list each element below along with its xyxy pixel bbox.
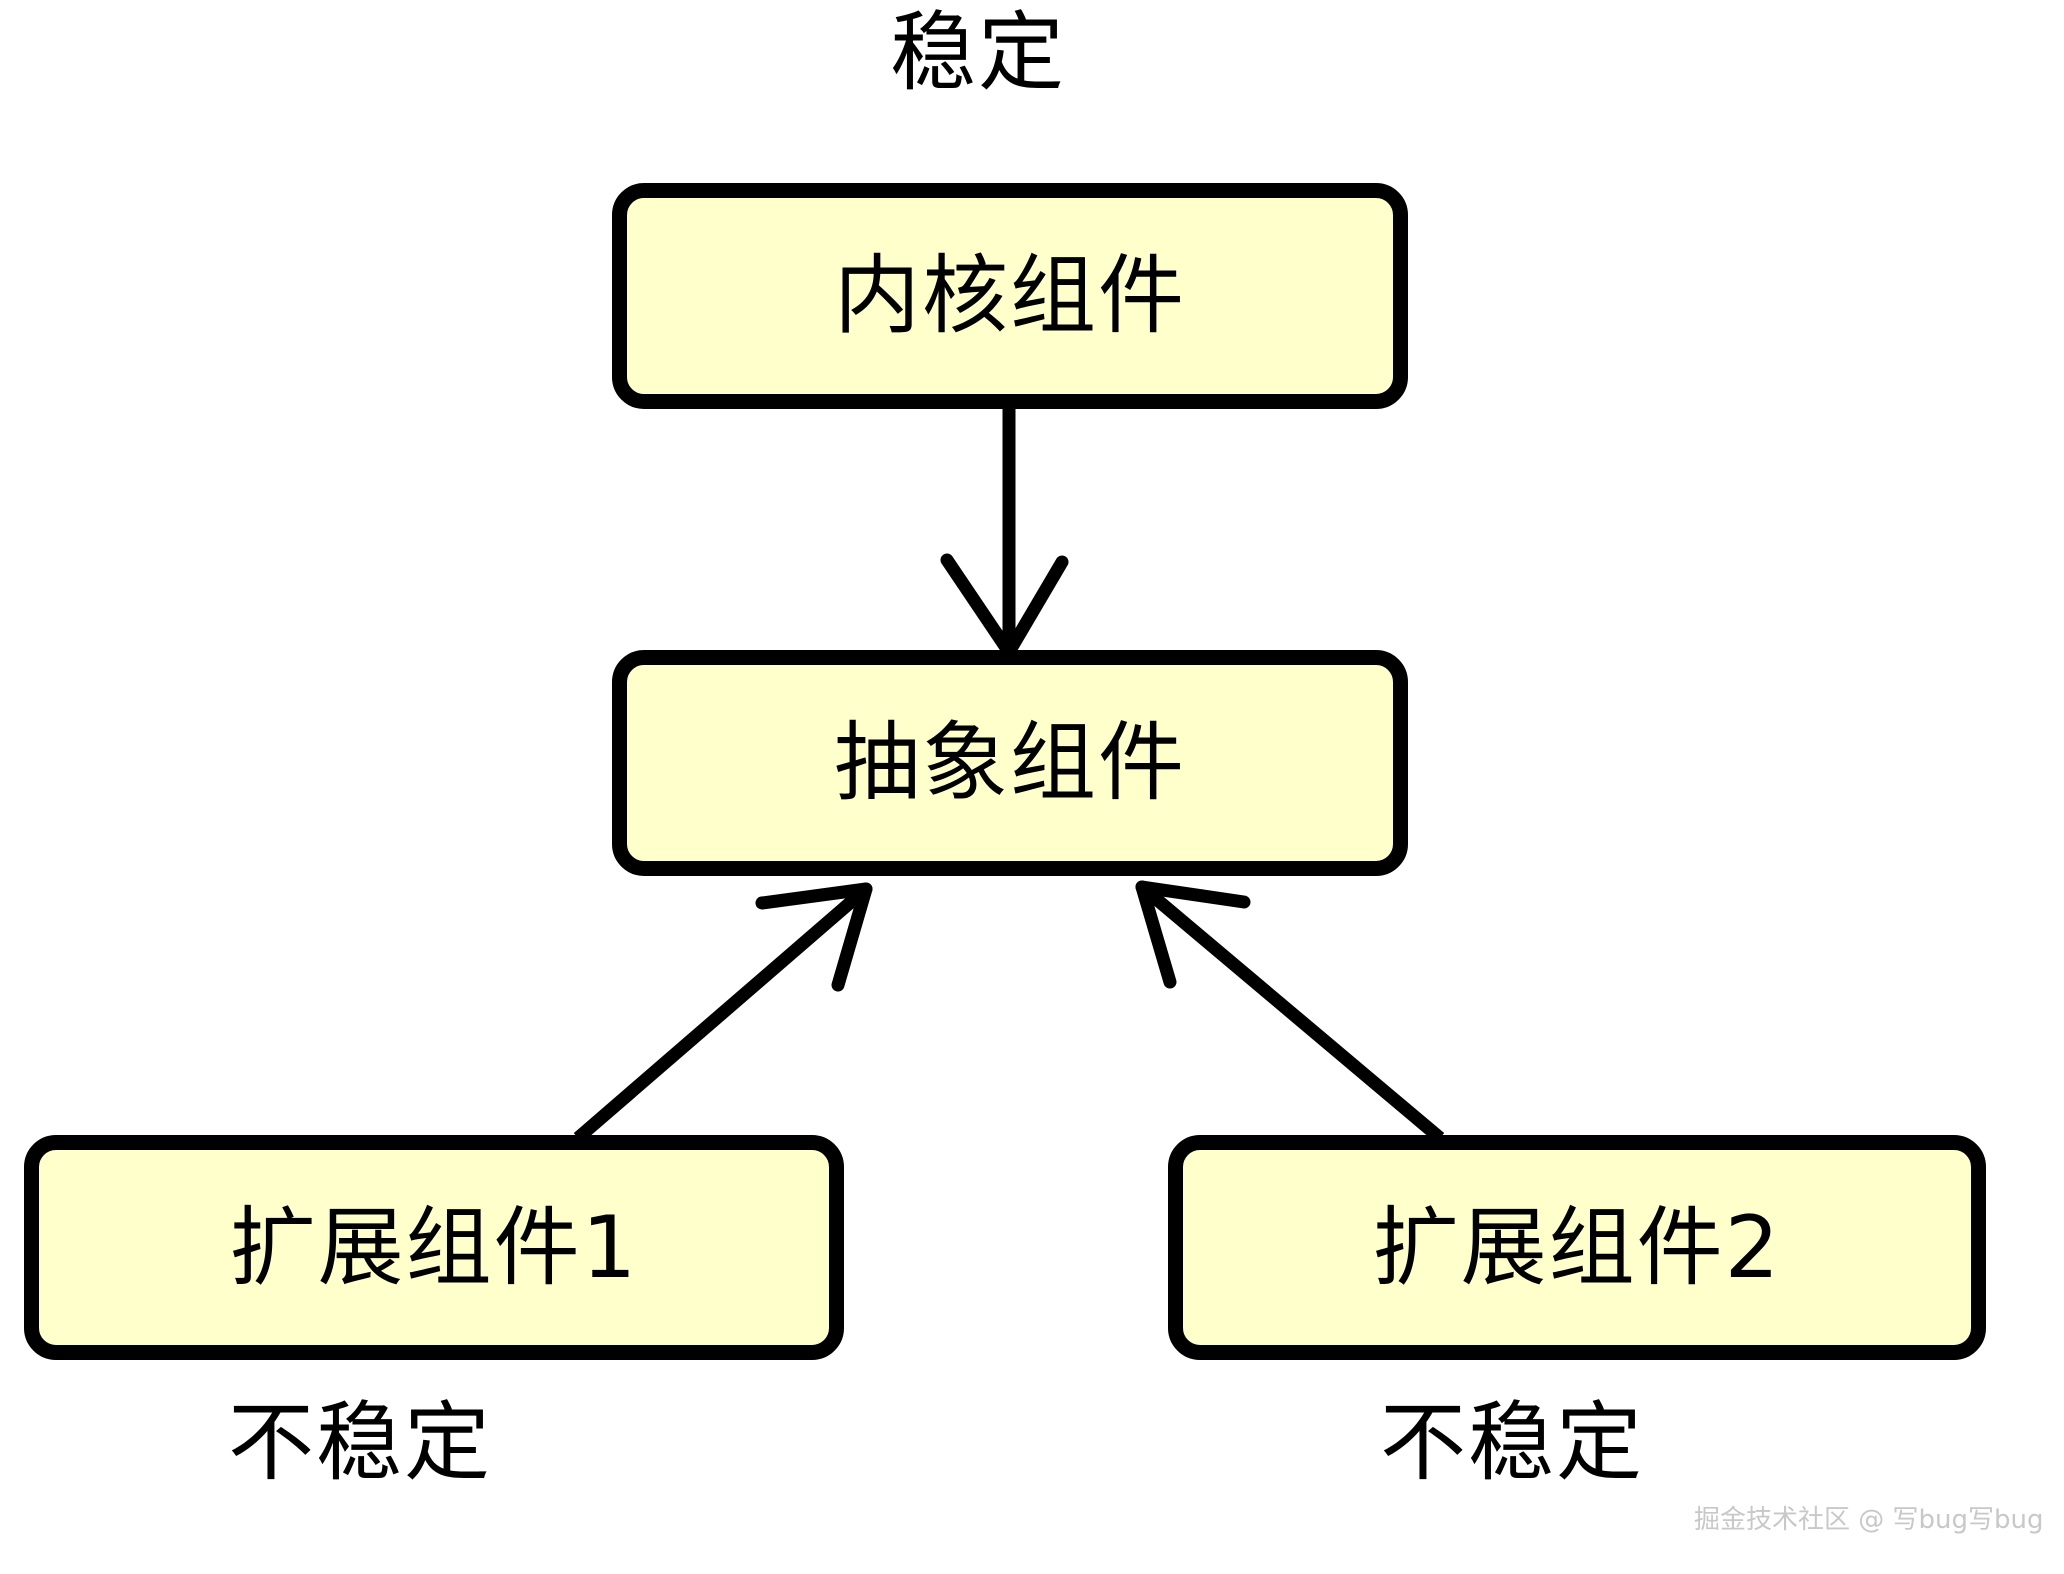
edge-ext1-to-abstract-shaft — [573, 884, 871, 1143]
node-extension-component-1-label: 扩展组件1 — [229, 1197, 639, 1298]
arrowhead-kernel-to-abstract-left-barb — [940, 553, 1016, 659]
annotation-stable-top: 稳定 — [890, 3, 1066, 103]
edge-ext2-to-abstract-shaft — [1137, 882, 1445, 1143]
node-extension-component-2[interactable]: 扩展组件2 — [1168, 1135, 1986, 1360]
node-extension-component-2-label: 扩展组件2 — [1372, 1197, 1782, 1298]
arrowhead-kernel-to-abstract-right-barb — [1002, 555, 1069, 659]
arrowhead-ext1-to-abstract-outer-barb — [755, 882, 873, 910]
arrowhead-ext2-to-abstract-inner-barb — [1135, 880, 1177, 989]
annotation-unstable-left: 不稳定 — [228, 1393, 492, 1493]
annotation-unstable-right: 不稳定 — [1380, 1393, 1644, 1493]
node-abstract-component-label: 抽象组件 — [834, 713, 1186, 813]
arrowhead-ext2-to-abstract-outer-barb — [1135, 880, 1251, 909]
node-kernel-component-label: 内核组件 — [834, 246, 1186, 346]
node-kernel-component[interactable]: 内核组件 — [612, 183, 1408, 409]
node-abstract-component[interactable]: 抽象组件 — [612, 650, 1408, 876]
watermark-text: 掘金技术社区 @ 写bug写bug — [1694, 1505, 2044, 1535]
arrowhead-ext1-to-abstract-inner-barb — [831, 882, 873, 992]
node-extension-component-1[interactable]: 扩展组件1 — [24, 1135, 844, 1360]
